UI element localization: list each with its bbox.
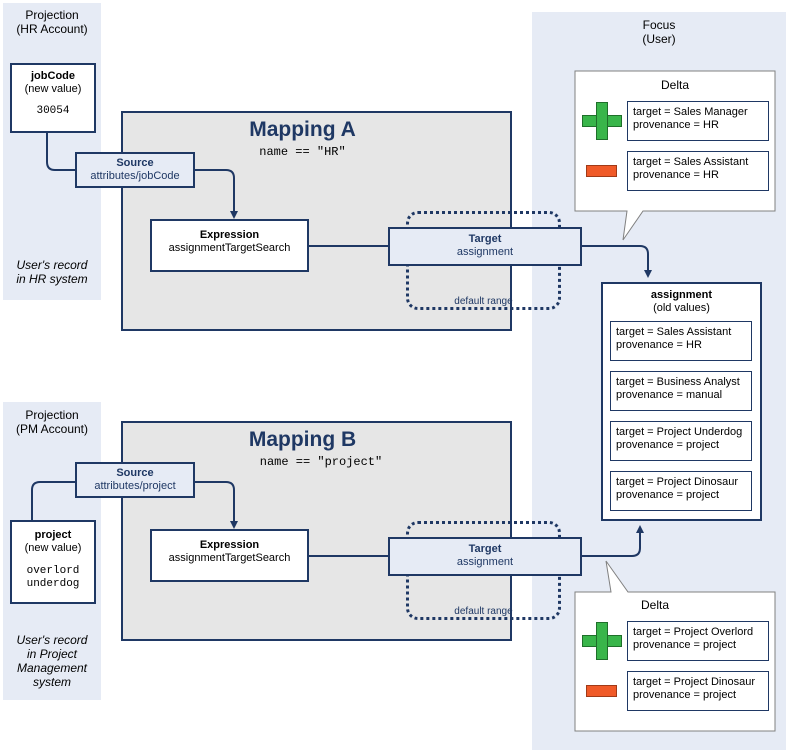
pm-record-caption: User's record in Project Management syst… [16,633,88,689]
mapping-a-expression[interactable]: Expression assignmentTargetSearch [150,219,309,272]
assignment-item: target = Sales Assistant provenance = HR [610,321,752,361]
mapping-b-expression[interactable]: Expression assignmentTargetSearch [150,529,309,582]
delta-b-minus-value: target = Project Dinosaur provenance = p… [627,671,769,711]
mapping-a-connectors [46,133,652,278]
mapping-b-source[interactable]: Source attributes/project [75,462,195,498]
project-box: project (new value) overlord underdog [10,520,96,604]
assignment-item: target = Business Analyst provenance = m… [610,371,752,411]
hr-projection-title: Projection (HR Account) [16,8,88,36]
minus-icon [586,165,617,177]
mapping-a-condition: name == "HR" [259,145,346,159]
mapping-b-target[interactable]: Target assignment [388,537,582,576]
delta-b-title: Delta [640,598,669,612]
hr-record-caption: User's record in HR system [16,258,88,286]
delta-a-plus-value: target = Sales Manager provenance = HR [627,101,769,141]
mapping-a-target[interactable]: Target assignment [388,227,582,266]
mapping-a-title: Mapping A [249,118,356,141]
assignment-subtitle: (old values) [653,302,710,314]
delta-a-minus-value: target = Sales Assistant provenance = HR [627,151,769,191]
mapping-b-default-range-label: default range [454,606,513,617]
delta-b-plus-value: target = Project Overlord provenance = p… [627,621,769,661]
assignment-title: assignment [650,289,713,301]
jobcode-box: jobCode (new value) 30054 [10,63,96,133]
plus-icon [582,622,622,660]
mapping-b-connectors [31,481,644,557]
plus-icon [582,102,622,140]
mapping-b-title: Mapping B [248,428,357,451]
hr-projection-panel [3,3,101,300]
assignment-item: target = Project Underdog provenance = p… [610,421,752,461]
minus-icon [586,685,617,697]
assignment-item: target = Project Dinosaur provenance = p… [610,471,752,511]
mapping-a-source[interactable]: Source attributes/jobCode [75,152,195,188]
mapping-a-default-range-label: default range [454,296,513,307]
mapping-b-condition: name == "project" [259,455,383,469]
delta-a-title: Delta [660,78,689,92]
focus-title: Focus (User) [642,18,676,46]
pm-projection-title: Projection (PM Account) [15,408,89,436]
